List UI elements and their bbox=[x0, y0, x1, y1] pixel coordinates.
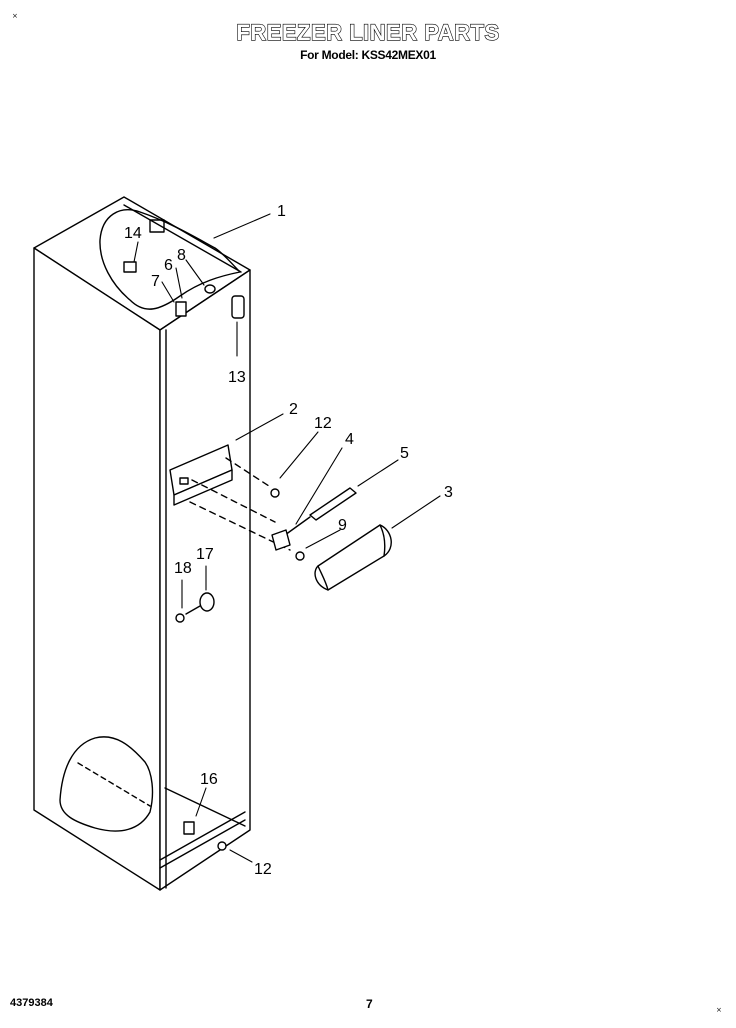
callout-8: 8 bbox=[177, 247, 186, 264]
callout-16: 16 bbox=[200, 771, 218, 788]
callout-9: 9 bbox=[338, 517, 347, 534]
callout-12-lower: 12 bbox=[254, 861, 272, 878]
callout-3: 3 bbox=[444, 484, 453, 501]
screw-part-9 bbox=[295, 551, 305, 561]
part-14 bbox=[123, 261, 137, 273]
callout-1: 1 bbox=[277, 203, 286, 220]
clip-part-4 bbox=[271, 529, 291, 551]
leader-lines bbox=[133, 213, 441, 863]
sensor-part-5 bbox=[284, 487, 357, 536]
part-7 bbox=[175, 301, 187, 317]
callout-4: 4 bbox=[345, 431, 354, 448]
callout-5: 5 bbox=[400, 445, 409, 462]
part-8 bbox=[204, 284, 216, 294]
cover-part-3 bbox=[314, 524, 392, 591]
callout-18: 18 bbox=[174, 560, 192, 577]
callout-12-upper: 12 bbox=[314, 415, 332, 432]
page-title: FREEZER LINER PARTS bbox=[236, 19, 500, 45]
socket-part-13 bbox=[231, 295, 245, 319]
bracket-part-16 bbox=[183, 821, 195, 835]
screw-part-12-lower bbox=[217, 841, 227, 851]
callout-2: 2 bbox=[289, 401, 298, 418]
screw-part-18 bbox=[175, 613, 185, 623]
callout-6: 6 bbox=[164, 257, 173, 274]
callout-13: 13 bbox=[228, 369, 246, 386]
callout-7: 7 bbox=[151, 273, 160, 290]
freezer-liner-body bbox=[33, 196, 392, 891]
knob-part-17 bbox=[199, 592, 215, 612]
screw-part-12-upper bbox=[270, 488, 280, 498]
page-number: 7 bbox=[366, 997, 373, 1011]
callout-17: 17 bbox=[196, 546, 214, 563]
corner-mark-bottom-right: × bbox=[716, 1006, 722, 1014]
callout-14: 14 bbox=[124, 225, 142, 242]
model-subtitle: For Model: KSS42MEX01 bbox=[300, 48, 436, 62]
rail-part-2 bbox=[169, 444, 233, 506]
document-number: 4379384 bbox=[10, 997, 53, 1009]
corner-mark-top-left: × bbox=[12, 12, 18, 20]
